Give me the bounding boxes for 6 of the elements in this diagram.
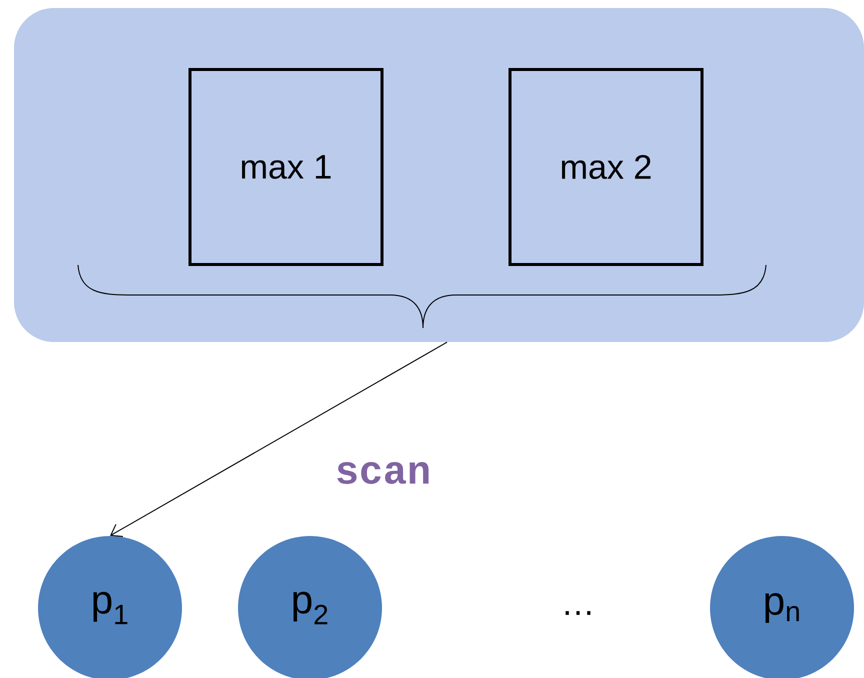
ellipsis: …: [566, 611, 590, 615]
panel-background: [14, 8, 864, 342]
square-box: max 2: [508, 68, 704, 266]
arrow: [110, 342, 448, 537]
edge-label: scan: [337, 462, 429, 484]
square-box: max 1: [188, 68, 384, 266]
